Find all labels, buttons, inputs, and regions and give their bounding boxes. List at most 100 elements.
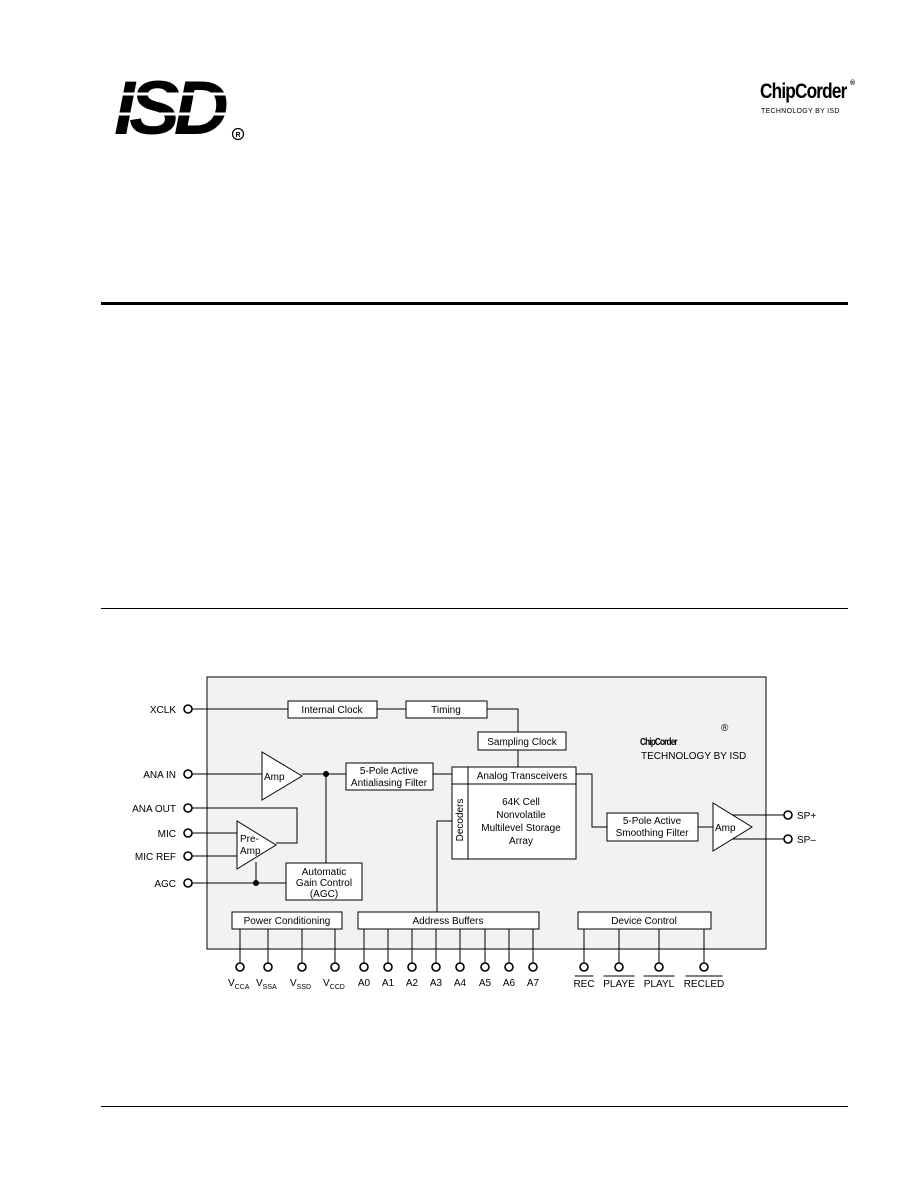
address-pin-label: A1 <box>382 978 395 989</box>
power-pin-main: V <box>256 978 263 989</box>
sp-minus-label: SP– <box>797 835 816 846</box>
pre-amp-label-1: Pre- <box>240 834 259 845</box>
address-a2-pin <box>407 962 417 972</box>
control-pin-label: RECLED <box>684 979 725 990</box>
inner-brand-reg: ® <box>721 723 729 734</box>
power-conditioning-label: Power Conditioning <box>244 916 331 927</box>
array-label-3: Multilevel Storage <box>481 823 561 834</box>
address-pin-label: A0 <box>358 978 371 989</box>
address-pin-label: A2 <box>406 978 419 989</box>
sampling-clock-label: Sampling Clock <box>487 737 557 748</box>
inner-brand-tagline: TECHNOLOGY BY ISD <box>641 751 746 762</box>
agc-label-1: Automatic <box>302 867 346 878</box>
brand-name: ChipCorder <box>760 80 847 103</box>
sp-plus-label: SP+ <box>797 811 816 822</box>
mic-pin <box>183 828 193 838</box>
control-rec-pin <box>579 962 589 972</box>
mic-label: MIC <box>158 829 176 840</box>
ana-in-pin <box>183 769 193 779</box>
ana-in-label: ANA IN <box>143 770 176 781</box>
agc-label-2: Gain Control <box>296 878 352 889</box>
timing-block <box>405 700 488 719</box>
address-a0-pin <box>359 962 369 972</box>
mic-ref-pin <box>183 851 193 861</box>
control-playe-pin <box>614 962 624 972</box>
address-a6-pin <box>504 962 514 972</box>
address-a7-pin <box>528 962 538 972</box>
output-amp-label: Amp <box>715 823 736 834</box>
junction-dot <box>323 771 329 777</box>
agc-block <box>285 862 363 901</box>
address-pin-label: A6 <box>503 978 516 989</box>
storage-array-block <box>451 766 577 860</box>
sp-minus-pin <box>783 834 793 844</box>
ana-out-label: ANA OUT <box>132 804 176 815</box>
power-conditioning-block <box>231 911 343 930</box>
control-playl-pin <box>654 962 664 972</box>
sp-plus-pin <box>783 810 793 820</box>
chipcorder-logo: ChipCorder ® TECHNOLOGY BY ISD <box>760 80 870 120</box>
inner-brand-name: ChipCorder <box>640 736 678 747</box>
address-a1-pin <box>383 962 393 972</box>
control-pin-label: REC <box>573 979 594 990</box>
smoothing-label-1: 5-Pole Active <box>623 816 682 827</box>
power-pin-sub: CCA <box>235 984 250 991</box>
internal-clock-label: Internal Clock <box>301 705 363 716</box>
address-a3-pin <box>431 962 441 972</box>
sampling-clock-block <box>477 731 567 751</box>
xclk-label: XCLK <box>150 705 176 716</box>
array-label-2: Nonvolatile <box>496 810 546 821</box>
power-ccd-pin <box>330 962 340 972</box>
address-pin-label: A7 <box>527 978 540 989</box>
agc-label-3: (AGC) <box>310 889 338 900</box>
address-pin-label: A3 <box>430 978 443 989</box>
address-buffers-block <box>357 911 540 930</box>
address-buffers-label: Address Buffers <box>413 916 484 927</box>
input-amp-label: Amp <box>264 772 285 783</box>
smoothing-label-2: Smoothing Filter <box>616 828 689 839</box>
timing-label: Timing <box>431 705 461 716</box>
address-a4-pin <box>455 962 465 972</box>
section-rule <box>101 608 848 609</box>
isd-logo: ISD R <box>112 68 247 146</box>
output-amp <box>712 802 753 852</box>
antialiasing-label-1: 5-Pole Active <box>360 766 419 777</box>
internal-clock-block <box>287 700 378 719</box>
array-label-4: Array <box>509 836 533 847</box>
control-pin-label: PLAYL <box>644 979 675 990</box>
isd-logo-text: ISD <box>114 68 227 146</box>
brand-tagline: TECHNOLOGY BY ISD <box>761 108 840 115</box>
array-label-1: 64K Cell <box>502 797 540 808</box>
power-pin-sub: SSD <box>297 984 311 991</box>
power-pin-main: V <box>290 978 297 989</box>
agc-pin <box>183 878 193 888</box>
device-control-label: Device Control <box>611 916 677 927</box>
analog-transceivers-label: Analog Transceivers <box>477 771 568 782</box>
power-pin-sub: SSA <box>263 984 277 991</box>
control-recled-pin <box>699 962 709 972</box>
power-cca-pin <box>235 962 245 972</box>
xclk-pin <box>183 704 193 714</box>
device-control-block <box>577 911 712 930</box>
ana-out-pin <box>183 803 193 813</box>
agc-pin-label: AGC <box>154 879 176 890</box>
address-pin-label: A4 <box>454 978 467 989</box>
junction-dot <box>253 880 259 886</box>
address-a5-pin <box>480 962 490 972</box>
power-pin-label: VCCA <box>228 978 250 991</box>
brand-registered-mark: ® <box>850 80 856 87</box>
antialiasing-filter-block <box>345 762 434 791</box>
power-pin-label: VCCD <box>323 978 345 991</box>
power-pin-main: V <box>323 978 330 989</box>
smoothing-filter-block <box>606 812 699 842</box>
power-pin-sub: CCD <box>330 984 345 991</box>
input-amp <box>261 751 303 801</box>
power-ssa-pin <box>263 962 273 972</box>
isd-registered-mark: R <box>235 132 240 139</box>
mic-ref-label: MIC REF <box>135 852 176 863</box>
header-rule <box>101 302 848 305</box>
antialiasing-label-2: Antialiasing Filter <box>351 778 428 789</box>
pre-amp <box>236 820 277 870</box>
power-ssd-pin <box>297 962 307 972</box>
